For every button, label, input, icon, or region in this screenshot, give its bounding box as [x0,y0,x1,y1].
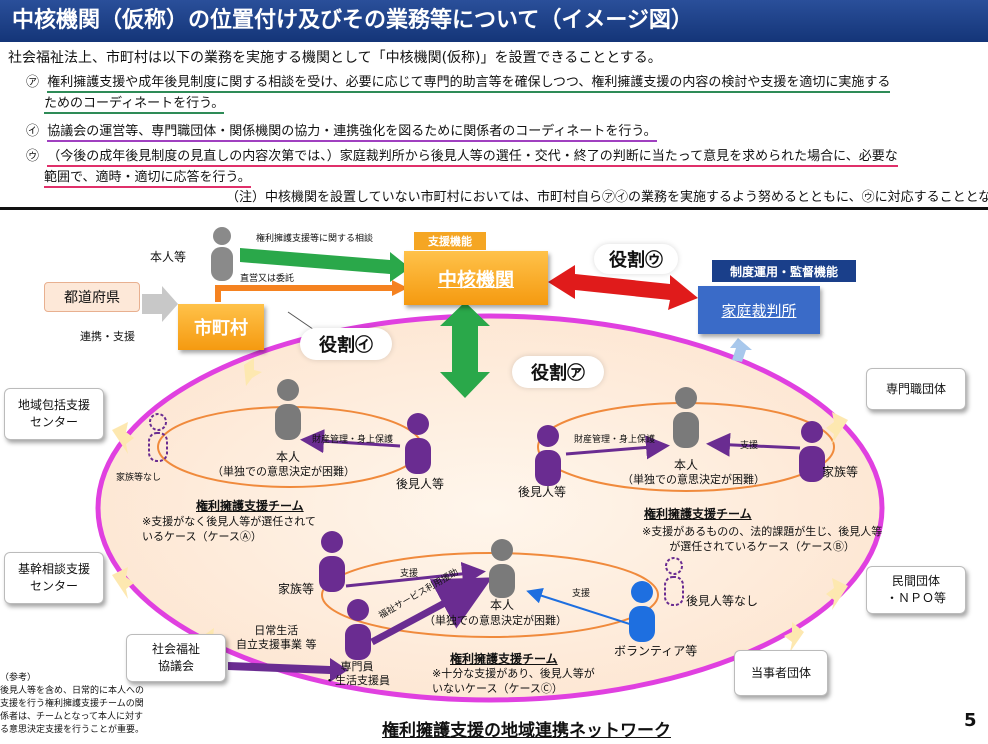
org-chiiki-houkatsu: 地域包括支援 センター [4,388,104,440]
team-b-arrow-right [706,432,801,457]
item-u-line1: （今後の成年後見制度の見直しの内容次第では、）家庭裁判所から後見人等の選任・交代… [47,149,898,167]
team-c-ellipse [321,552,659,638]
team-a-guardian: 後見人等 [396,477,445,491]
no-guardian-figure-c [664,557,684,606]
guardian-figure-b [535,425,561,486]
item-u: ㋒ （今後の成年後見制度の見直しの内容次第では、）家庭裁判所から後見人等の選任・… [26,146,976,188]
person-figure-a [275,379,301,440]
team-c-staff: 専門員 ・生活支援員 [324,660,390,687]
team-a-family-none: 家族等なし [116,473,162,483]
team-b-title: 権利擁護支援チーム [644,507,752,521]
page-number: 5 [964,710,977,731]
person-figure-c [489,539,515,598]
team-b-support-label: 支援 [740,441,759,451]
prefecture-arrow [142,286,178,322]
org-kikan-soudan: 基幹相談支援 センター [4,552,104,604]
court-down-arrow [730,338,752,362]
role-i-label: 役割㋑ [300,328,392,360]
shakyo-arrow [228,658,348,682]
divider [0,207,988,210]
item-a: ㋐ 権利擁護支援や成年後見制度に関する相談を受け、必要に応じて専門的助言等を確保… [26,72,976,114]
item-a-line1: 権利擁護支援や成年後見制度に関する相談を受け、必要に応じて専門的助言等を確保しつ… [47,75,891,93]
team-c-no-guardian: 後見人等なし [686,594,759,608]
guardian-figure-a [405,413,431,474]
org-shakyo: 社会福祉 協議会 [126,634,226,682]
family-court: 家庭裁判所 [698,286,820,334]
team-a-arrow [300,429,401,454]
person-figure-b [673,387,699,448]
team-b-money-label: 財産管理・身上保護 [574,435,656,445]
team-c-arrow-staff [370,577,493,646]
volunteer-figure-c [629,581,655,642]
network-diagram [95,227,885,703]
role-a-arrow [440,302,490,398]
team-c-support-label-1: 支援 [400,569,419,579]
team-c-arrow-family [345,561,486,588]
org-minkan-npo: 民間団体 ・ＮＰＯ等 [866,566,966,614]
team-c-title: 権利擁護支援チーム [450,652,558,666]
intro-text: 社会福祉法上、市町村は以下の業務を実施する機関として「中核機関(仮称)」を設置で… [8,50,662,66]
team-c-family: 家族等 [278,582,315,596]
direct-arrow [215,285,392,302]
team-a-case: ※支援がなく後見人等が選任されて いるケース（ケースⒶ） [142,515,316,543]
role-a-label: 役割㋐ [512,356,604,388]
item-u-line2: 範囲で、適時・適切に応答を行う。 [44,170,251,188]
item-i: ㋑ 協議会の運営等、専門職団体・関係機関の協力・連携強化を図るために関係者のコー… [26,121,976,142]
role-u-arrow [548,265,698,310]
team-c-volunteer: ボランティア等 [614,644,698,658]
item-u-mark: ㋒ [26,149,40,164]
family-figure-b [799,421,825,482]
org-senmon: 専門職団体 [866,368,966,410]
org-toujisha: 当事者団体 [734,650,828,696]
consult-arrow [240,248,410,282]
team-a-person-sub: （単独での意思決定が困難） [212,465,355,478]
team-b-case: ※支援があるものの、法的課題が生じ、後見人等 が選任されているケース（ケースⒷ） [642,525,883,553]
family-none-figure-a [148,413,168,462]
item-i-line1: 協議会の運営等、専門職団体・関係機関の協力・連携強化を図るために関係者のコーディ… [47,124,657,142]
person-figure-top [211,227,233,281]
team-c-case: ※十分な支援があり、後見人等が いないケース（ケースⒸ） [432,667,595,695]
family-figure-c [319,531,345,592]
team-b-arrow-left [565,435,670,460]
city-box: 市町村 [178,304,264,350]
team-b-guardian: 後見人等 [518,485,567,499]
item-a-mark: ㋐ [26,75,40,90]
team-a-money-label: 財産管理・身上保護 [312,435,394,445]
team-c-daily-label: 日常生活 自立支援事業 等 [236,624,317,651]
team-a-person: 本人 [276,450,301,464]
team-b-person: 本人 [674,458,699,472]
note-text: （注）中核機関を設置していない市町村においては、市町村自ら㋐㋑の業務を実施するよ… [226,190,988,205]
team-c-person-sub: （単独での意思決定が困難） [424,614,567,627]
network-title: 権利擁護支援の地域連携ネットワーク [382,721,671,741]
court-function-tag: 制度運用・監督機能 [712,260,856,282]
team-b-person-sub: （単独での意思決定が困難） [622,473,765,486]
team-c-arrow-volunteer [526,588,637,627]
team-c-support-label-2: 支援 [572,589,591,599]
item-i-mark: ㋑ [26,124,40,139]
consult-arrow-label: 権利擁護支援等に関する相談 [256,234,374,244]
support-function-tag: 支援機能 [414,232,486,250]
role-u-label: 役割㋒ [594,244,678,274]
honnin-top-label: 本人等 [150,250,187,264]
prefecture-box: 都道府県 [44,282,140,312]
core-agency: 中核機関 [404,251,548,305]
page-title: 中核機関（仮称）の位置付け及びその業務等について（イメージ図） [0,0,988,42]
team-b-family: 家族等 [822,465,859,479]
team-c-person: 本人 [490,598,515,612]
coop-support-label: 連携・支援 [80,330,135,343]
staff-figure-c [345,599,371,660]
item-a-line2: ためのコーディネートを行う。 [44,96,225,114]
reference-note: （参考） 後見人等を含め、日常的に本人への 支援を行う権利擁護支援チームの関 係… [0,673,145,735]
direct-arrow-label: 直営又は委託 [240,274,295,284]
team-a-title: 権利擁護支援チーム [196,499,304,513]
